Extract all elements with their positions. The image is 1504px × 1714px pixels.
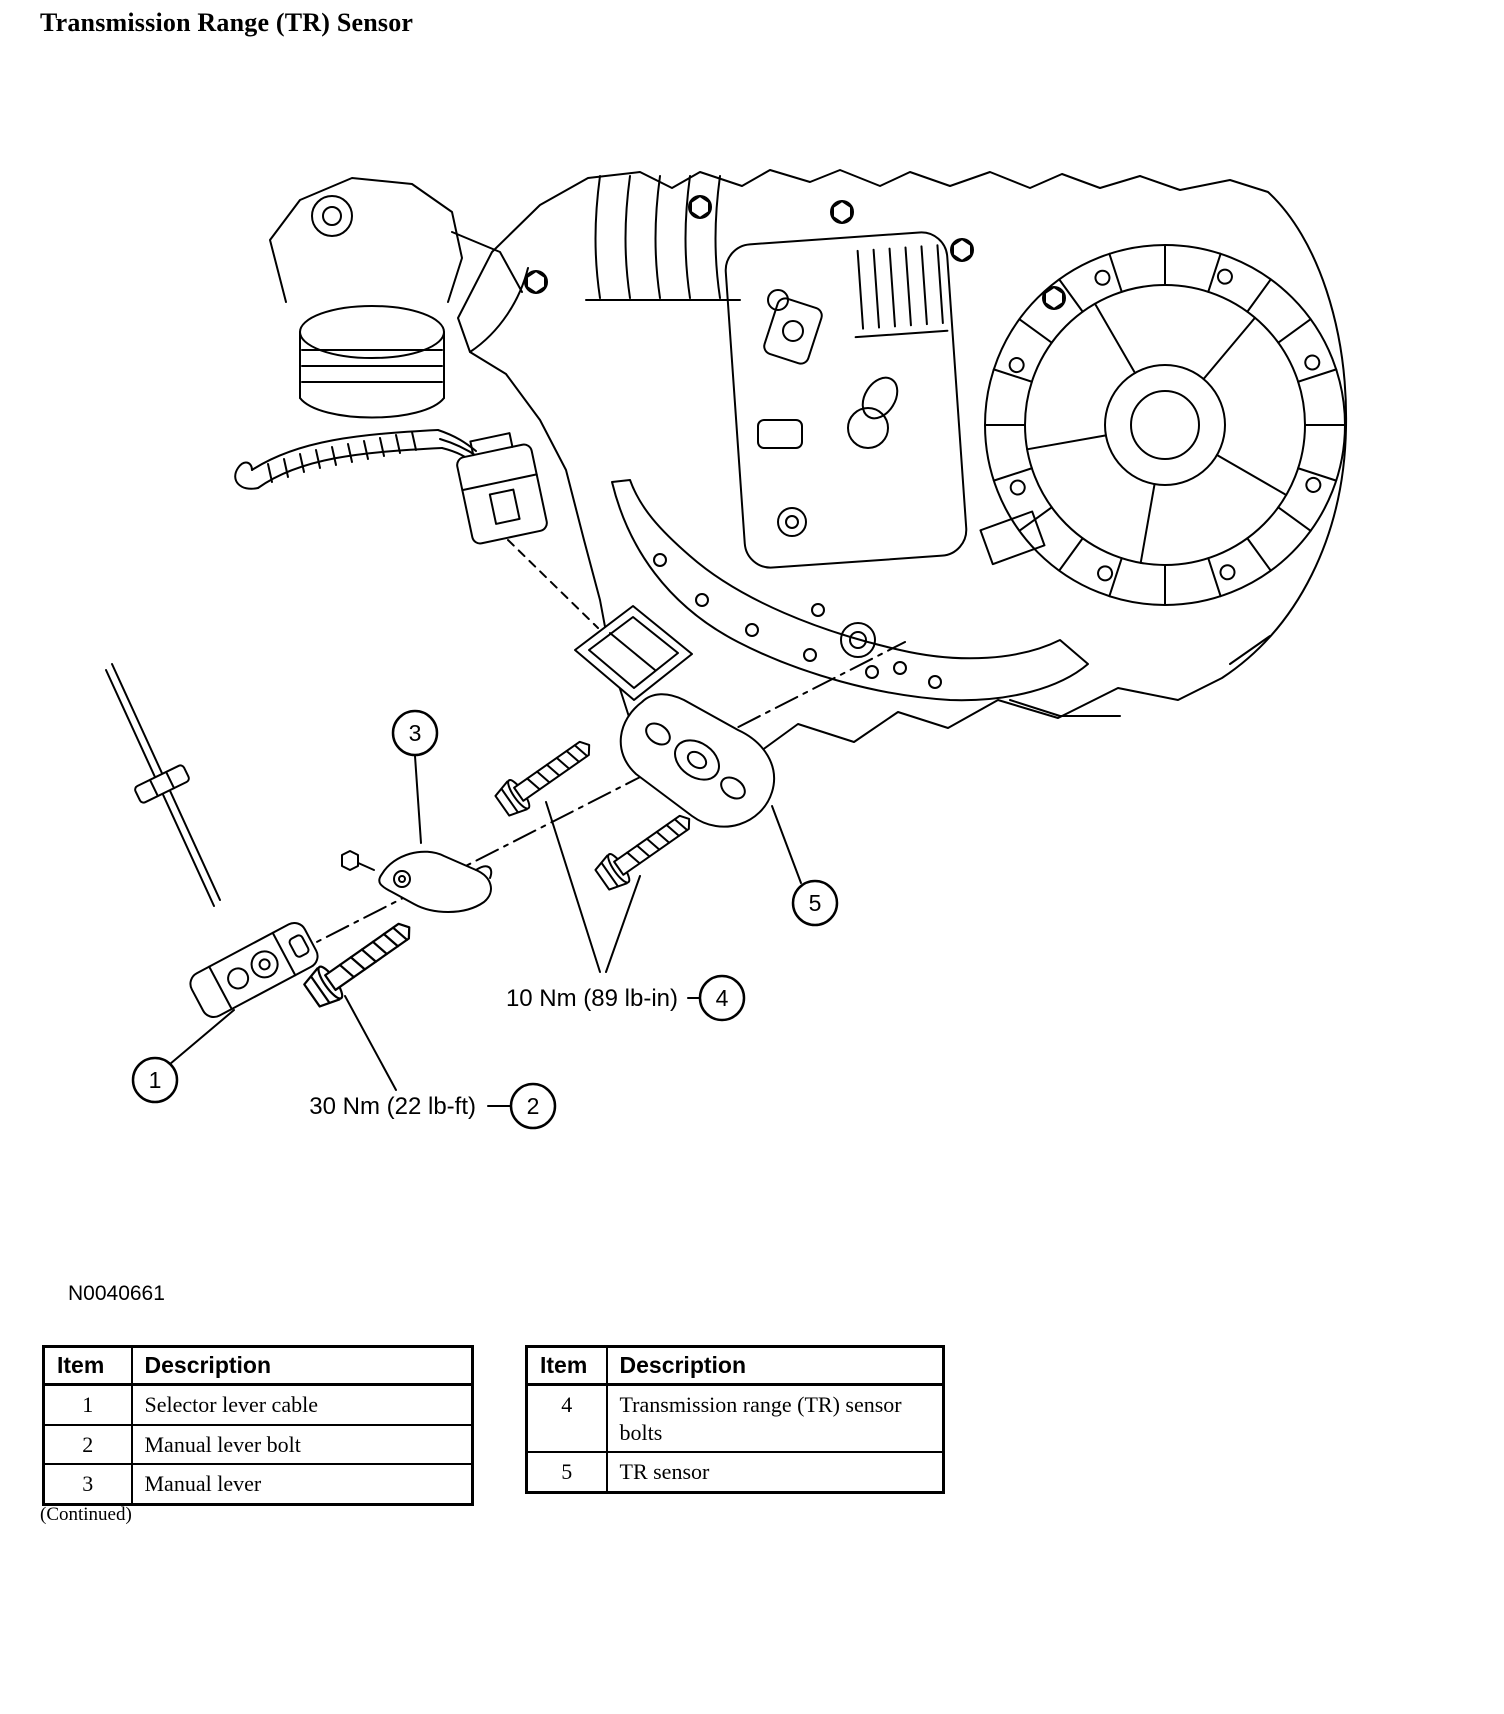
column-header-item: Item: [42, 1345, 133, 1386]
parts-table-items-4-5: Item Description 4 Transmission range (T…: [525, 1345, 945, 1494]
harness-connector: [456, 432, 548, 545]
oil-pan: [611, 479, 1089, 702]
item-cell: 1: [42, 1383, 133, 1426]
page-title: Transmission Range (TR) Sensor: [40, 8, 414, 37]
item-cell: 4: [525, 1383, 608, 1453]
callout-4-circle: [698, 974, 746, 1022]
description-cell: Manual lever: [130, 1463, 474, 1505]
manual-lever: [341, 850, 493, 913]
selector-lever-cable: [105, 663, 319, 1019]
table-row: 4 Transmission range (TR) sensor bolts: [525, 1383, 945, 1453]
column-header-description: Description: [130, 1345, 474, 1386]
callout-1-number: 1: [149, 1067, 162, 1093]
table-row: 5 TR sensor: [525, 1451, 945, 1493]
callout-5-number: 5: [809, 890, 822, 916]
table-header-row: Item Description: [42, 1345, 474, 1386]
torque-label-manual-lever-bolt: 30 Nm (22 lb-ft): [309, 1093, 476, 1120]
cable-end-fitting: [189, 921, 319, 1019]
tr-sensor: [619, 693, 776, 828]
item-cell: 3: [42, 1463, 133, 1505]
table-row: 3 Manual lever: [42, 1463, 474, 1505]
continued-note: (Continued): [40, 1504, 132, 1525]
tr-sensor-connector: [574, 605, 693, 701]
wiring-harness: [234, 429, 599, 629]
callout-5-circle: [791, 879, 839, 927]
table-row: 1 Selector lever cable: [42, 1383, 474, 1426]
transmission-assembly: [457, 169, 1348, 761]
callout-2-circle: [509, 1082, 557, 1130]
figure-number: N0040661: [68, 1282, 165, 1305]
table-header-row: Item Description: [525, 1345, 945, 1386]
column-header-item: Item: [525, 1345, 608, 1386]
table-row: 2 Manual lever bolt: [42, 1423, 474, 1465]
bell-housing: [984, 244, 1346, 606]
callout-leader-lines: [169, 755, 802, 1107]
item-cell: 2: [42, 1423, 133, 1465]
exploded-axis-centerline: [251, 641, 906, 976]
parts-table-items-1-3: Item Description 1 Selector lever cable …: [42, 1345, 474, 1506]
callout-3-circle: [391, 709, 439, 757]
engine-accessory: [269, 177, 523, 419]
callout-circles: [131, 709, 839, 1130]
item-cell: 5: [525, 1451, 608, 1493]
callout-4-number: 4: [716, 985, 729, 1011]
callout-1-circle: [131, 1056, 179, 1104]
top-ribs: [585, 175, 823, 365]
exploded-view-diagram: 1 2 3 4 5 10 Nm (89 lb-in) 30 Nm (22 lb-…: [105, 169, 1348, 1130]
description-cell: Selector lever cable: [130, 1383, 474, 1426]
callout-3-number: 3: [409, 720, 422, 746]
torque-label-tr-sensor-bolts: 10 Nm (89 lb-in): [506, 985, 678, 1012]
description-cell: Transmission range (TR) sensor bolts: [605, 1383, 945, 1453]
valve-body: [724, 231, 968, 569]
column-header-description: Description: [605, 1345, 945, 1386]
description-cell: TR sensor: [605, 1451, 945, 1493]
description-cell: Manual lever bolt: [130, 1423, 474, 1465]
sensor-mount: [811, 603, 907, 675]
callout-2-number: 2: [527, 1093, 540, 1119]
manual-lever-bolt: [299, 910, 422, 1013]
